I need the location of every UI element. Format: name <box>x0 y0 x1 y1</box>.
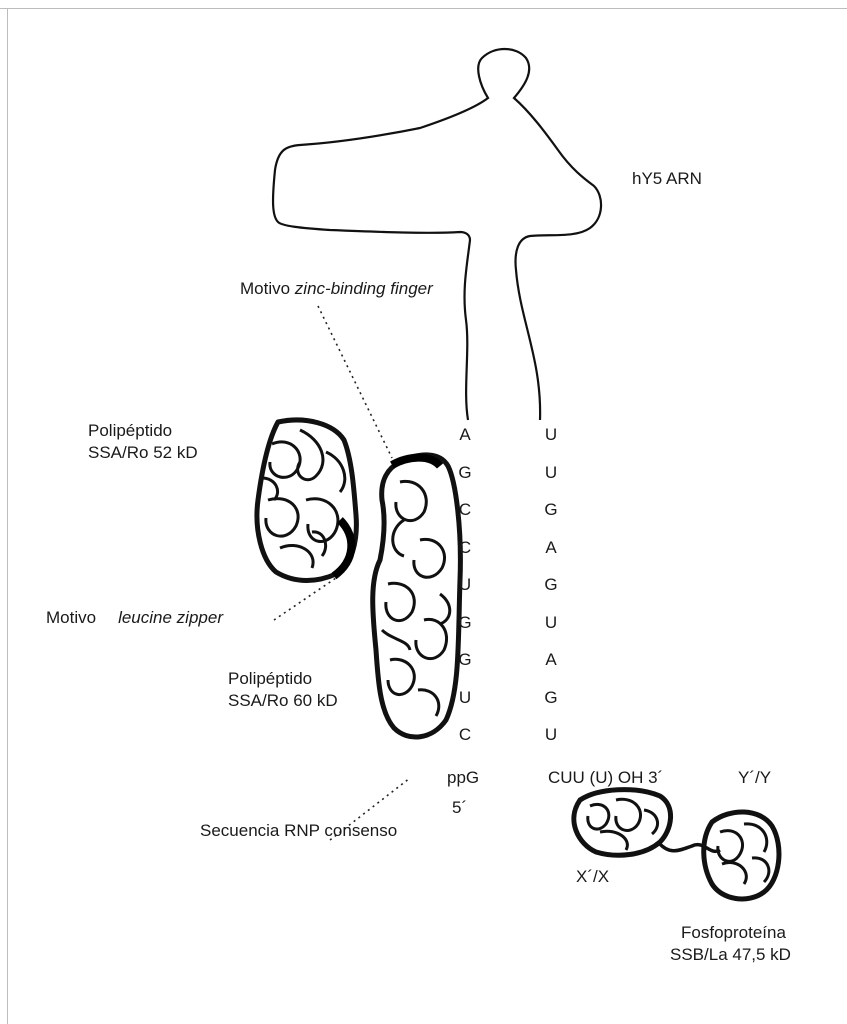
five-prime-nucleotide: G <box>453 650 477 670</box>
yy-label: Y´/Y <box>738 767 771 789</box>
three-prime-end: CUU (U) OH 3´ <box>548 767 663 789</box>
five-prime-nucleotide: A <box>453 425 477 445</box>
zinc-finger-label: Motivo zinc-binding finger <box>240 278 433 300</box>
leucine-zipper-label-prefix: Motivo <box>46 608 96 627</box>
ro52-polypeptide <box>257 420 356 580</box>
five-prime-cap-text: ppG <box>447 768 479 787</box>
five-prime-cap: ppG <box>447 767 479 789</box>
zinc-leader <box>318 306 392 458</box>
five-prime-nucleotide: G <box>453 463 477 483</box>
five-prime-nucleotide: U <box>453 575 477 595</box>
ro60-label-line2: SSA/Ro 60 kD <box>228 690 338 712</box>
yy-label-text: Y´/Y <box>738 768 771 787</box>
five-prime-end: 5´ <box>452 797 467 819</box>
three-prime-nucleotide: A <box>539 650 563 670</box>
five-prime-nucleotide: G <box>453 613 477 633</box>
zinc-finger-label-italic: zinc-binding finger <box>295 279 433 298</box>
rnp-label: Secuencia RNP consenso <box>200 820 397 842</box>
la-label: Fosfoproteína SSB/La 47,5 kD <box>676 922 791 966</box>
leucine-zipper-label-italic: leucine zipper <box>118 608 223 627</box>
three-prime-nucleotide: G <box>539 688 563 708</box>
ro52-label: Polipéptido SSA/Ro 52 kD <box>88 420 198 464</box>
xx-label: X´/X <box>576 866 609 888</box>
ro60-polypeptide <box>373 455 461 737</box>
three-prime-nucleotide: U <box>539 463 563 483</box>
rnp-label-text: Secuencia RNP consenso <box>200 821 397 840</box>
rna-label: hY5 ARN <box>632 168 702 190</box>
three-prime-nucleotide: U <box>539 425 563 445</box>
three-prime-nucleotide: A <box>539 538 563 558</box>
ro52-label-line2: SSA/Ro 52 kD <box>88 442 198 464</box>
three-prime-nucleotide: G <box>539 500 563 520</box>
five-prime-nucleotide: C <box>453 538 477 558</box>
xx-label-text: X´/X <box>576 867 609 886</box>
la-label-line2: SSB/La 47,5 kD <box>670 944 791 966</box>
five-prime-nucleotide: U <box>453 688 477 708</box>
leucine-leader <box>274 578 336 620</box>
three-prime-nucleotide: G <box>539 575 563 595</box>
five-prime-nucleotide: C <box>453 500 477 520</box>
la-label-line1: Fosfoproteína <box>676 922 791 944</box>
rna-outline <box>273 49 601 420</box>
five-prime-nucleotide: C <box>453 725 477 745</box>
ro52-label-line1: Polipéptido <box>88 420 198 442</box>
five-prime-end-text: 5´ <box>452 798 467 817</box>
zinc-finger-label-prefix: Motivo <box>240 279 295 298</box>
leucine-zipper-label: Motivo leucine zipper <box>46 607 223 629</box>
three-prime-nucleotide: U <box>539 725 563 745</box>
ro60-label: Polipéptido SSA/Ro 60 kD <box>228 668 338 712</box>
zinc-finger-segment <box>392 458 440 466</box>
ro60-label-line1: Polipéptido <box>228 668 338 690</box>
rna-label-text: hY5 ARN <box>632 169 702 188</box>
three-prime-end-text: CUU (U) OH 3´ <box>548 768 663 787</box>
three-prime-nucleotide: U <box>539 613 563 633</box>
